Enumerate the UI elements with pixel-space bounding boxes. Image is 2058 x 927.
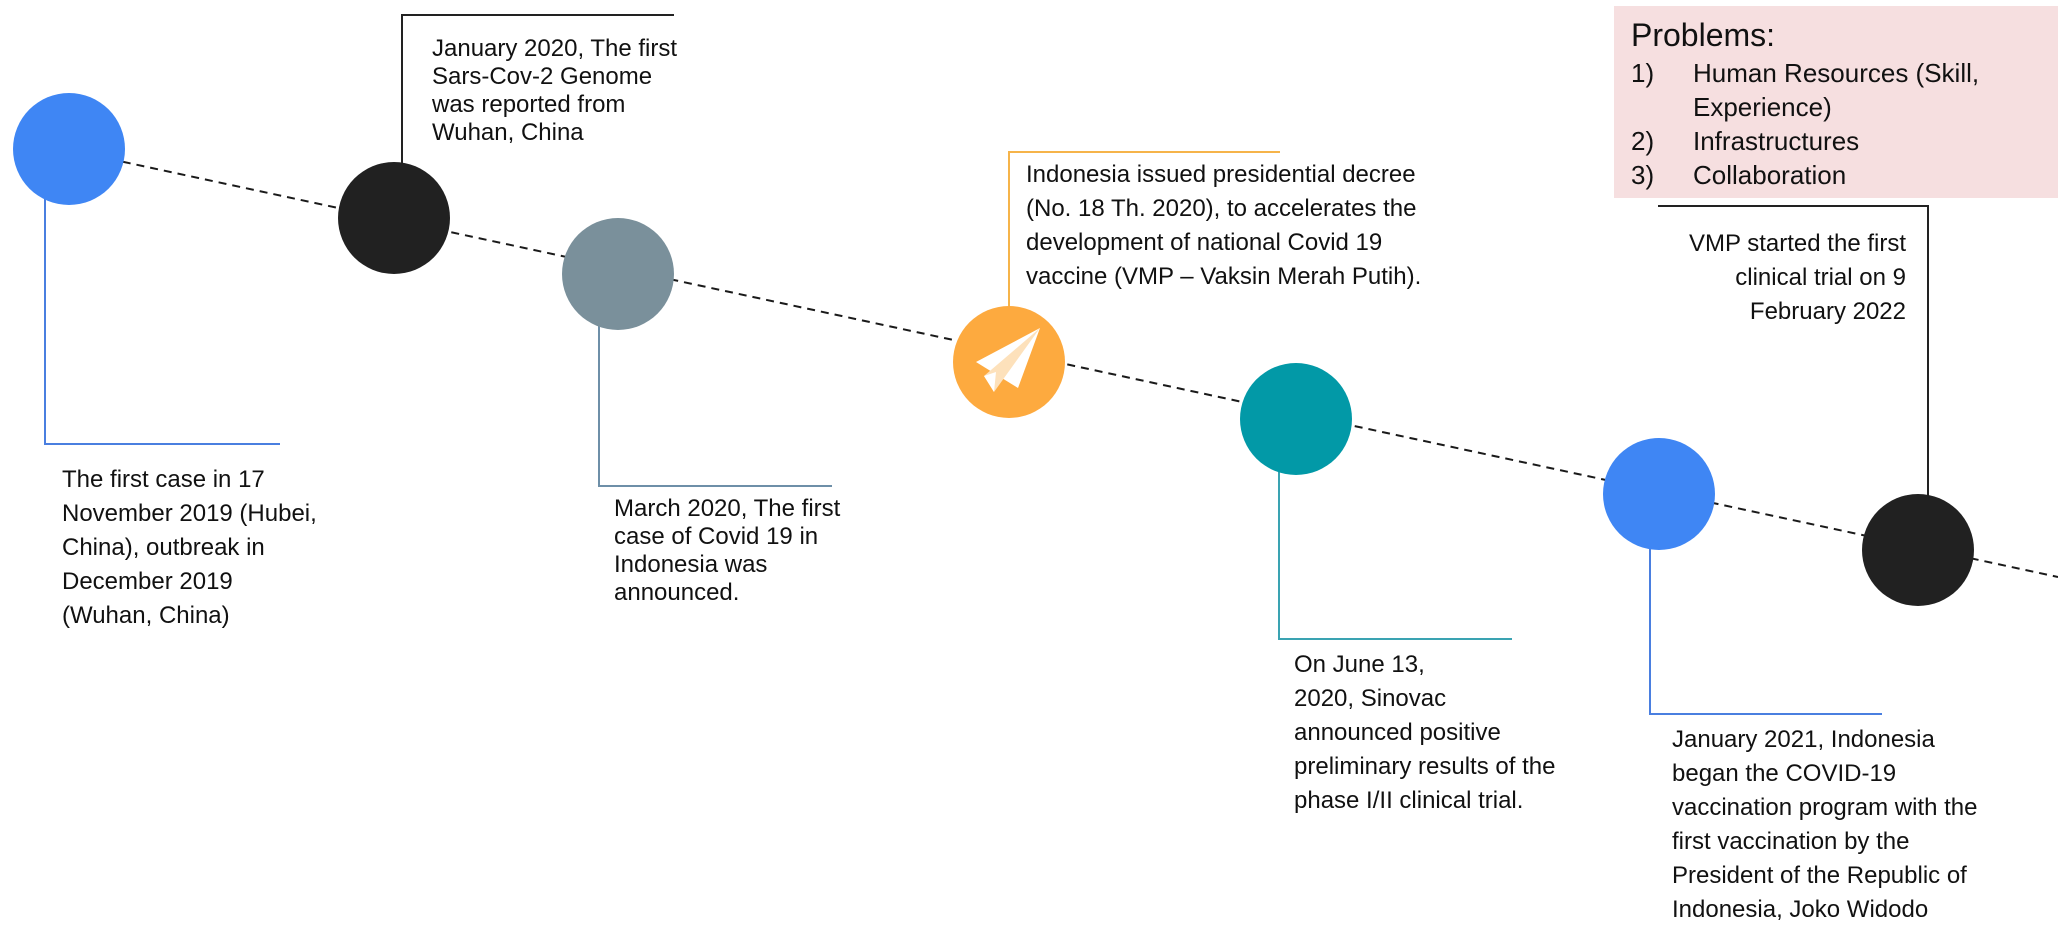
- problem-text: Human Resources (Skill, Experience): [1693, 56, 1979, 124]
- event-vaccination: January 2021, Indonesia began the COVID-1…: [1672, 723, 1977, 927]
- event-text-line: phase I/II clinical trial.: [1294, 787, 1524, 814]
- event-text-line: development of national Covid 19: [1026, 229, 1383, 256]
- leader-line-sinovac: [1278, 455, 1512, 640]
- leader-line-indonesia-case: [598, 300, 832, 487]
- event-text-line: The first case in 17: [62, 466, 265, 493]
- timeline-node-3: [562, 218, 674, 330]
- timeline-node-5: [1240, 363, 1352, 475]
- event-vmp-trial: VMP started the first clinical trial on 9…: [1689, 227, 1906, 329]
- problem-item: 3) Collaboration: [1631, 158, 2058, 192]
- event-text-line: announced.: [614, 579, 740, 606]
- timeline-node-7: [1862, 494, 1974, 606]
- event-text-line: (Wuhan, China): [62, 602, 230, 629]
- event-text-line: preliminary results of the: [1294, 753, 1556, 780]
- event-text-line: Indonesia was: [614, 551, 768, 578]
- problem-number: 3): [1631, 160, 1655, 190]
- problem-number: 2): [1631, 126, 1655, 156]
- event-text-line: February 2022: [1749, 298, 1906, 325]
- event-decree: Indonesia issued presidential decree (No.…: [1026, 158, 1421, 294]
- problem-text-line: Infrastructures: [1693, 126, 1860, 156]
- event-text-line: clinical trial on 9: [1735, 264, 1906, 291]
- event-text-line: VMP started the first: [1689, 230, 1906, 257]
- problem-text-line: Human Resources (Skill,: [1693, 58, 1980, 88]
- leader-line-vaccination: [1649, 530, 1882, 715]
- event-text-line: March 2020, The first: [614, 495, 841, 522]
- event-text-line: vaccine (VMP – Vaksin Merah Putih).: [1026, 263, 1422, 290]
- problems-box: Problems: 1) Human Resources (Skill, Exper…: [1614, 6, 2058, 198]
- event-text-line: (No. 18 Th. 2020), to accelerates the: [1026, 195, 1417, 222]
- paper-plane-icon: [976, 328, 1040, 392]
- leader-line-first-case: [44, 190, 280, 445]
- event-text-line: announced positive: [1294, 719, 1501, 746]
- event-text-line: case of Covid 19 in: [614, 523, 819, 550]
- event-sinovac: On June 13, 2020, Sinovac announced positi…: [1294, 648, 1555, 818]
- event-text-line: 2020, Sinovac: [1294, 685, 1447, 712]
- problem-text-line: Experience): [1693, 92, 1832, 122]
- event-text-line: January 2021, Indonesia: [1672, 726, 1935, 753]
- event-text-line: November 2019 (Hubei,: [62, 500, 317, 527]
- event-text-line: December 2019: [62, 568, 233, 595]
- event-text-line: January 2020, The first: [432, 35, 678, 62]
- event-first-case: The first case in 17 November 2019 (Hubei…: [62, 463, 317, 633]
- leader-line-vmp-trial: [1658, 205, 1929, 498]
- problem-text: Infrastructures: [1693, 124, 1859, 158]
- event-text-line: was reported from: [432, 91, 626, 118]
- problem-text-line: Collaboration: [1693, 160, 1847, 190]
- problems-list: 1) Human Resources (Skill, Experience) 2) In…: [1631, 56, 2058, 192]
- problem-item: 2) Infrastructures: [1631, 124, 2058, 158]
- problems-title: Problems:: [1631, 17, 1776, 53]
- event-text-line: Wuhan, China: [432, 119, 584, 146]
- problem-number: 1): [1631, 58, 1655, 88]
- timeline-node-1: [13, 93, 125, 205]
- problem-text: Collaboration: [1693, 158, 1846, 192]
- event-text-line: Indonesia, Joko Widodo: [1672, 896, 1929, 923]
- event-text-line: President of the Republic of: [1672, 862, 1967, 889]
- event-text-line: began the COVID-19: [1672, 760, 1897, 787]
- timeline-node-6: [1603, 438, 1715, 550]
- problem-item: 1) Human Resources (Skill, Experience): [1631, 56, 2058, 124]
- timeline-node-2: [338, 162, 450, 274]
- event-text-line: Indonesia issued presidential decree: [1026, 161, 1416, 188]
- event-text-line: first vaccination by the: [1672, 828, 1910, 855]
- leader-line-decree: [1008, 151, 1280, 310]
- event-text-line: Sars-Cov-2 Genome: [432, 63, 653, 90]
- event-text-line: On June 13,: [1294, 651, 1425, 678]
- event-text-line: vaccination program with the: [1672, 794, 1978, 821]
- leader-line-genome: [401, 14, 674, 168]
- event-text-line: China), outbreak in: [62, 534, 265, 561]
